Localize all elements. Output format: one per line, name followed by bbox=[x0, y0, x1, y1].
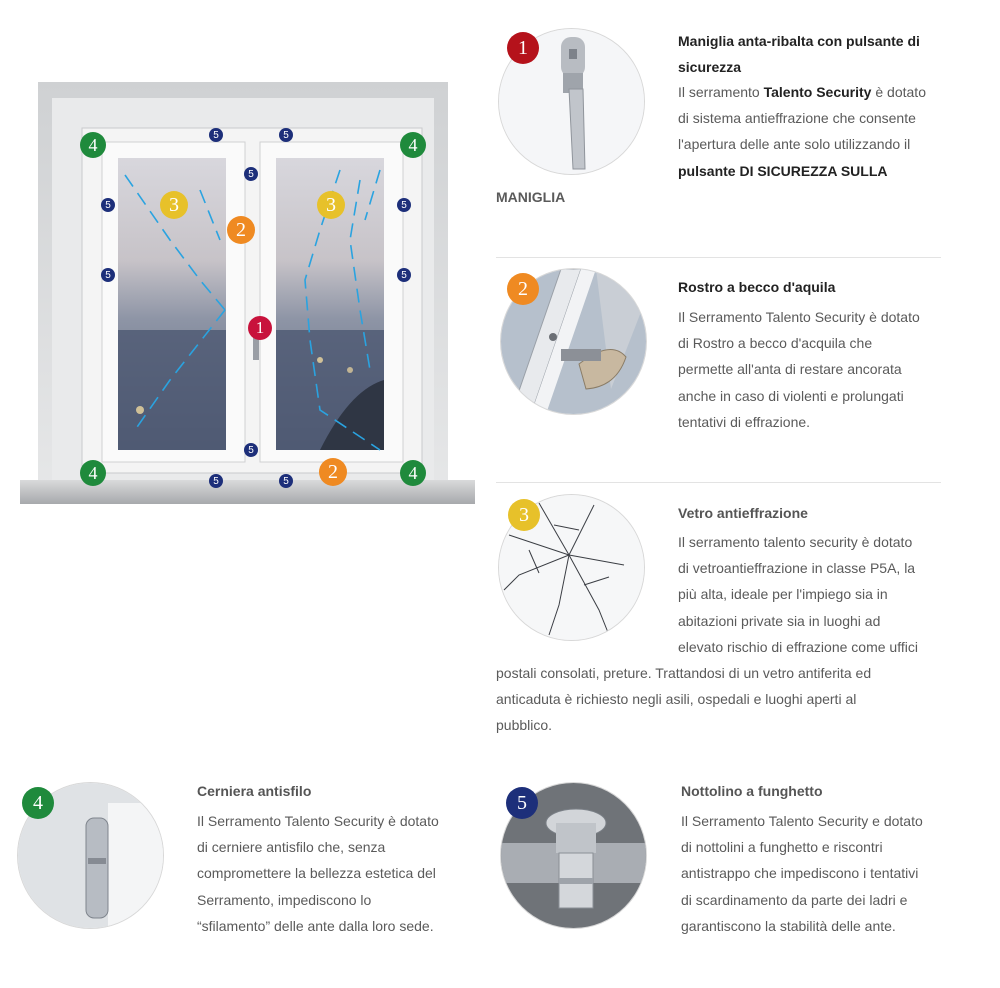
feature-4-title: Cerniera antisfilo bbox=[197, 783, 312, 799]
marker-5: 5 bbox=[209, 474, 223, 488]
marker-5: 5 bbox=[397, 198, 411, 212]
feature-3-text: Il serramento talento security è dotato … bbox=[678, 534, 918, 655]
marker-2-mullion: 2 bbox=[227, 216, 255, 244]
feature-4-image bbox=[17, 782, 164, 929]
marker-3-right: 3 bbox=[317, 191, 345, 219]
marker-5: 5 bbox=[244, 167, 258, 181]
marker-5: 5 bbox=[397, 268, 411, 282]
feature-3-title: Vetro antieffrazione bbox=[678, 505, 808, 521]
marker-5: 5 bbox=[279, 474, 293, 488]
marker-4-top-left: 4 bbox=[80, 132, 106, 158]
feature-4-badge: 4 bbox=[22, 787, 54, 819]
marker-5: 5 bbox=[209, 128, 223, 142]
feature-4-text: Il Serramento Talento Security è dotato … bbox=[197, 813, 439, 934]
marker-5: 5 bbox=[279, 128, 293, 142]
feature-5-title: Nottolino a funghetto bbox=[681, 783, 823, 799]
marker-4-top-right: 4 bbox=[400, 132, 426, 158]
feature-5-badge: 5 bbox=[506, 787, 538, 819]
marker-2-bottom: 2 bbox=[319, 458, 347, 486]
feature-5-text: Il Serramento Talento Security e dotato … bbox=[681, 813, 923, 934]
feature-1-text: Il serramento Talento Security è dotato … bbox=[678, 84, 926, 179]
feature-3-text-tail: postali consolati, preture. Trattandosi … bbox=[496, 665, 872, 734]
divider bbox=[496, 482, 941, 483]
hinge-icon bbox=[18, 783, 163, 928]
marker-4-bottom-right: 4 bbox=[400, 460, 426, 486]
feature-2-title: Rostro a becco d'aquila bbox=[678, 279, 836, 295]
marker-1-handle: 1 bbox=[248, 316, 272, 340]
window-illustration bbox=[20, 82, 475, 504]
feature-2-badge: 2 bbox=[507, 273, 539, 305]
mushroom-bolt-icon bbox=[501, 783, 646, 928]
divider bbox=[496, 257, 941, 258]
feature-1-badge: 1 bbox=[507, 32, 539, 64]
marker-5: 5 bbox=[101, 198, 115, 212]
feature-5-image bbox=[500, 782, 647, 929]
feature-2-image bbox=[500, 268, 647, 415]
window-diagram: 4 4 4 4 3 3 2 2 1 5 5 5 5 5 5 5 5 5 5 bbox=[20, 80, 475, 510]
feature-1-text-tail: MANIGLIA bbox=[496, 189, 566, 205]
eagle-beak-hook-icon bbox=[501, 269, 646, 414]
marker-3-left: 3 bbox=[160, 191, 188, 219]
marker-4-bottom-left: 4 bbox=[80, 460, 106, 486]
marker-5: 5 bbox=[101, 268, 115, 282]
feature-2-text: Il Serramento Talento Security è dotato … bbox=[678, 309, 920, 430]
feature-3-badge: 3 bbox=[508, 499, 540, 531]
marker-5: 5 bbox=[244, 443, 258, 457]
